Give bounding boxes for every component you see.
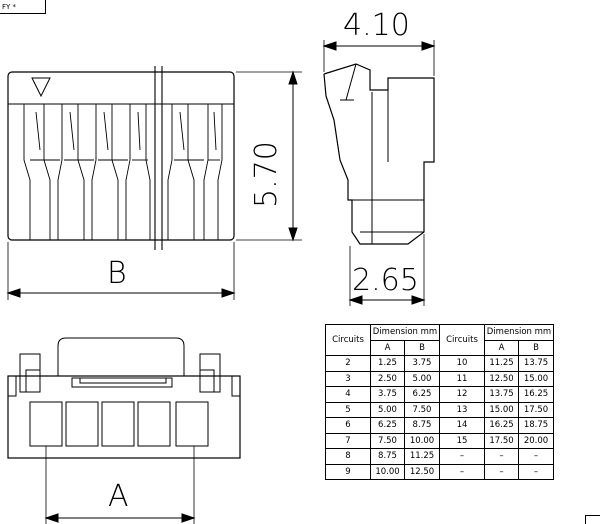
table-cell: 8.75: [370, 448, 405, 465]
table-row: 2 1.25 3.75 10 11.25 13.75: [325, 355, 554, 372]
table-cell: 8.75: [404, 417, 440, 434]
table-cell: –: [518, 448, 554, 465]
table-cell: 15.00: [484, 401, 519, 418]
bottom-view: [7, 337, 241, 524]
dim-label-a: A: [108, 479, 129, 514]
table-row: 5 5.00 7.50 13 15.00 17.50: [325, 401, 554, 418]
table-cell: 10.00: [404, 432, 440, 449]
front-view: [6, 66, 302, 300]
table-cell: 5.00: [370, 401, 405, 418]
table-cell: 3.75: [404, 355, 440, 372]
table-cell: 2.50: [370, 370, 405, 387]
title-block-stub: [585, 515, 600, 524]
table-cell: 17.50: [518, 401, 554, 418]
table-cell: 11.25: [404, 448, 440, 465]
table-cell: 15.00: [518, 370, 554, 387]
header-b-right: B: [518, 339, 554, 356]
table-row: 8 8.75 11.25 – – –: [325, 448, 554, 465]
table-cell: 6: [325, 417, 371, 434]
header-dimension-left: Dimension mm: [370, 324, 440, 341]
table-row: 6 6.25 8.75 14 16.25 18.75: [325, 417, 554, 434]
pin1-triangle-marker: [31, 77, 51, 98]
table-row: 4 3.75 6.25 12 13.75 16.25: [325, 386, 554, 403]
table-row: 7 7.50 10.00 15 17.50 20.00: [325, 432, 554, 449]
table-cell: 12: [439, 386, 485, 403]
table-cell: 11.25: [484, 355, 519, 372]
table-row: 3 2.50 5.00 11 12.50 15.00: [325, 370, 554, 387]
dim-top-4-10: 4.10: [343, 8, 410, 43]
dim-bottom-2-65: 2.65: [352, 263, 419, 298]
table-cell: –: [439, 448, 485, 465]
table-cell: 10: [439, 355, 485, 372]
table-cell: 20.00: [518, 432, 554, 449]
table-cell: 18.75: [518, 417, 554, 434]
header-circuits-right: Circuits: [439, 324, 485, 356]
table-cell: 14: [439, 417, 485, 434]
table-row: 9 10.00 12.50 – – –: [325, 463, 554, 480]
table-cell: 6.25: [370, 417, 405, 434]
header-b-left: B: [404, 339, 440, 356]
dim-height-5-70: 5.70: [249, 141, 284, 208]
table-cell: 13.75: [484, 386, 519, 403]
table-cell: 12.50: [484, 370, 519, 387]
table-cell: 3.75: [370, 386, 405, 403]
table-cell: 10.00: [370, 463, 405, 480]
table-cell: –: [518, 463, 554, 480]
table-cell: 16.25: [484, 417, 519, 434]
table-cell: 1.25: [370, 355, 405, 372]
table-cell: 9: [325, 463, 371, 480]
table-cell: 7: [325, 432, 371, 449]
table-cell: 7.50: [404, 401, 440, 418]
header-dimension-right: Dimension mm: [484, 324, 554, 341]
table-cell: –: [439, 463, 485, 480]
table-cell: –: [484, 448, 519, 465]
table-cell: 15: [439, 432, 485, 449]
table-cell: 5.00: [404, 370, 440, 387]
title-block-corner: FY *: [0, 0, 46, 14]
table-cell: 3: [325, 370, 371, 387]
table-cell: 7.50: [370, 432, 405, 449]
dimension-table: Circuits Dimension mm Circuits Dimension…: [325, 324, 554, 480]
table-cell: 8: [325, 448, 371, 465]
side-view: [322, 40, 436, 306]
table-cell: 13: [439, 401, 485, 418]
table-cell: 5: [325, 401, 371, 418]
header-circuits-left: Circuits: [325, 324, 371, 356]
table-cell: 17.50: [484, 432, 519, 449]
table-cell: 13.75: [518, 355, 554, 372]
table-cell: –: [484, 463, 519, 480]
dim-label-b: B: [107, 256, 127, 291]
table-cell: 6.25: [404, 386, 440, 403]
table-cell: 12.50: [404, 463, 440, 480]
table-cell: 4: [325, 386, 371, 403]
header-a-left: A: [370, 339, 405, 356]
table-cell: 11: [439, 370, 485, 387]
header-a-right: A: [484, 339, 519, 356]
table-cell: 2: [325, 355, 371, 372]
table-cell: 16.25: [518, 386, 554, 403]
